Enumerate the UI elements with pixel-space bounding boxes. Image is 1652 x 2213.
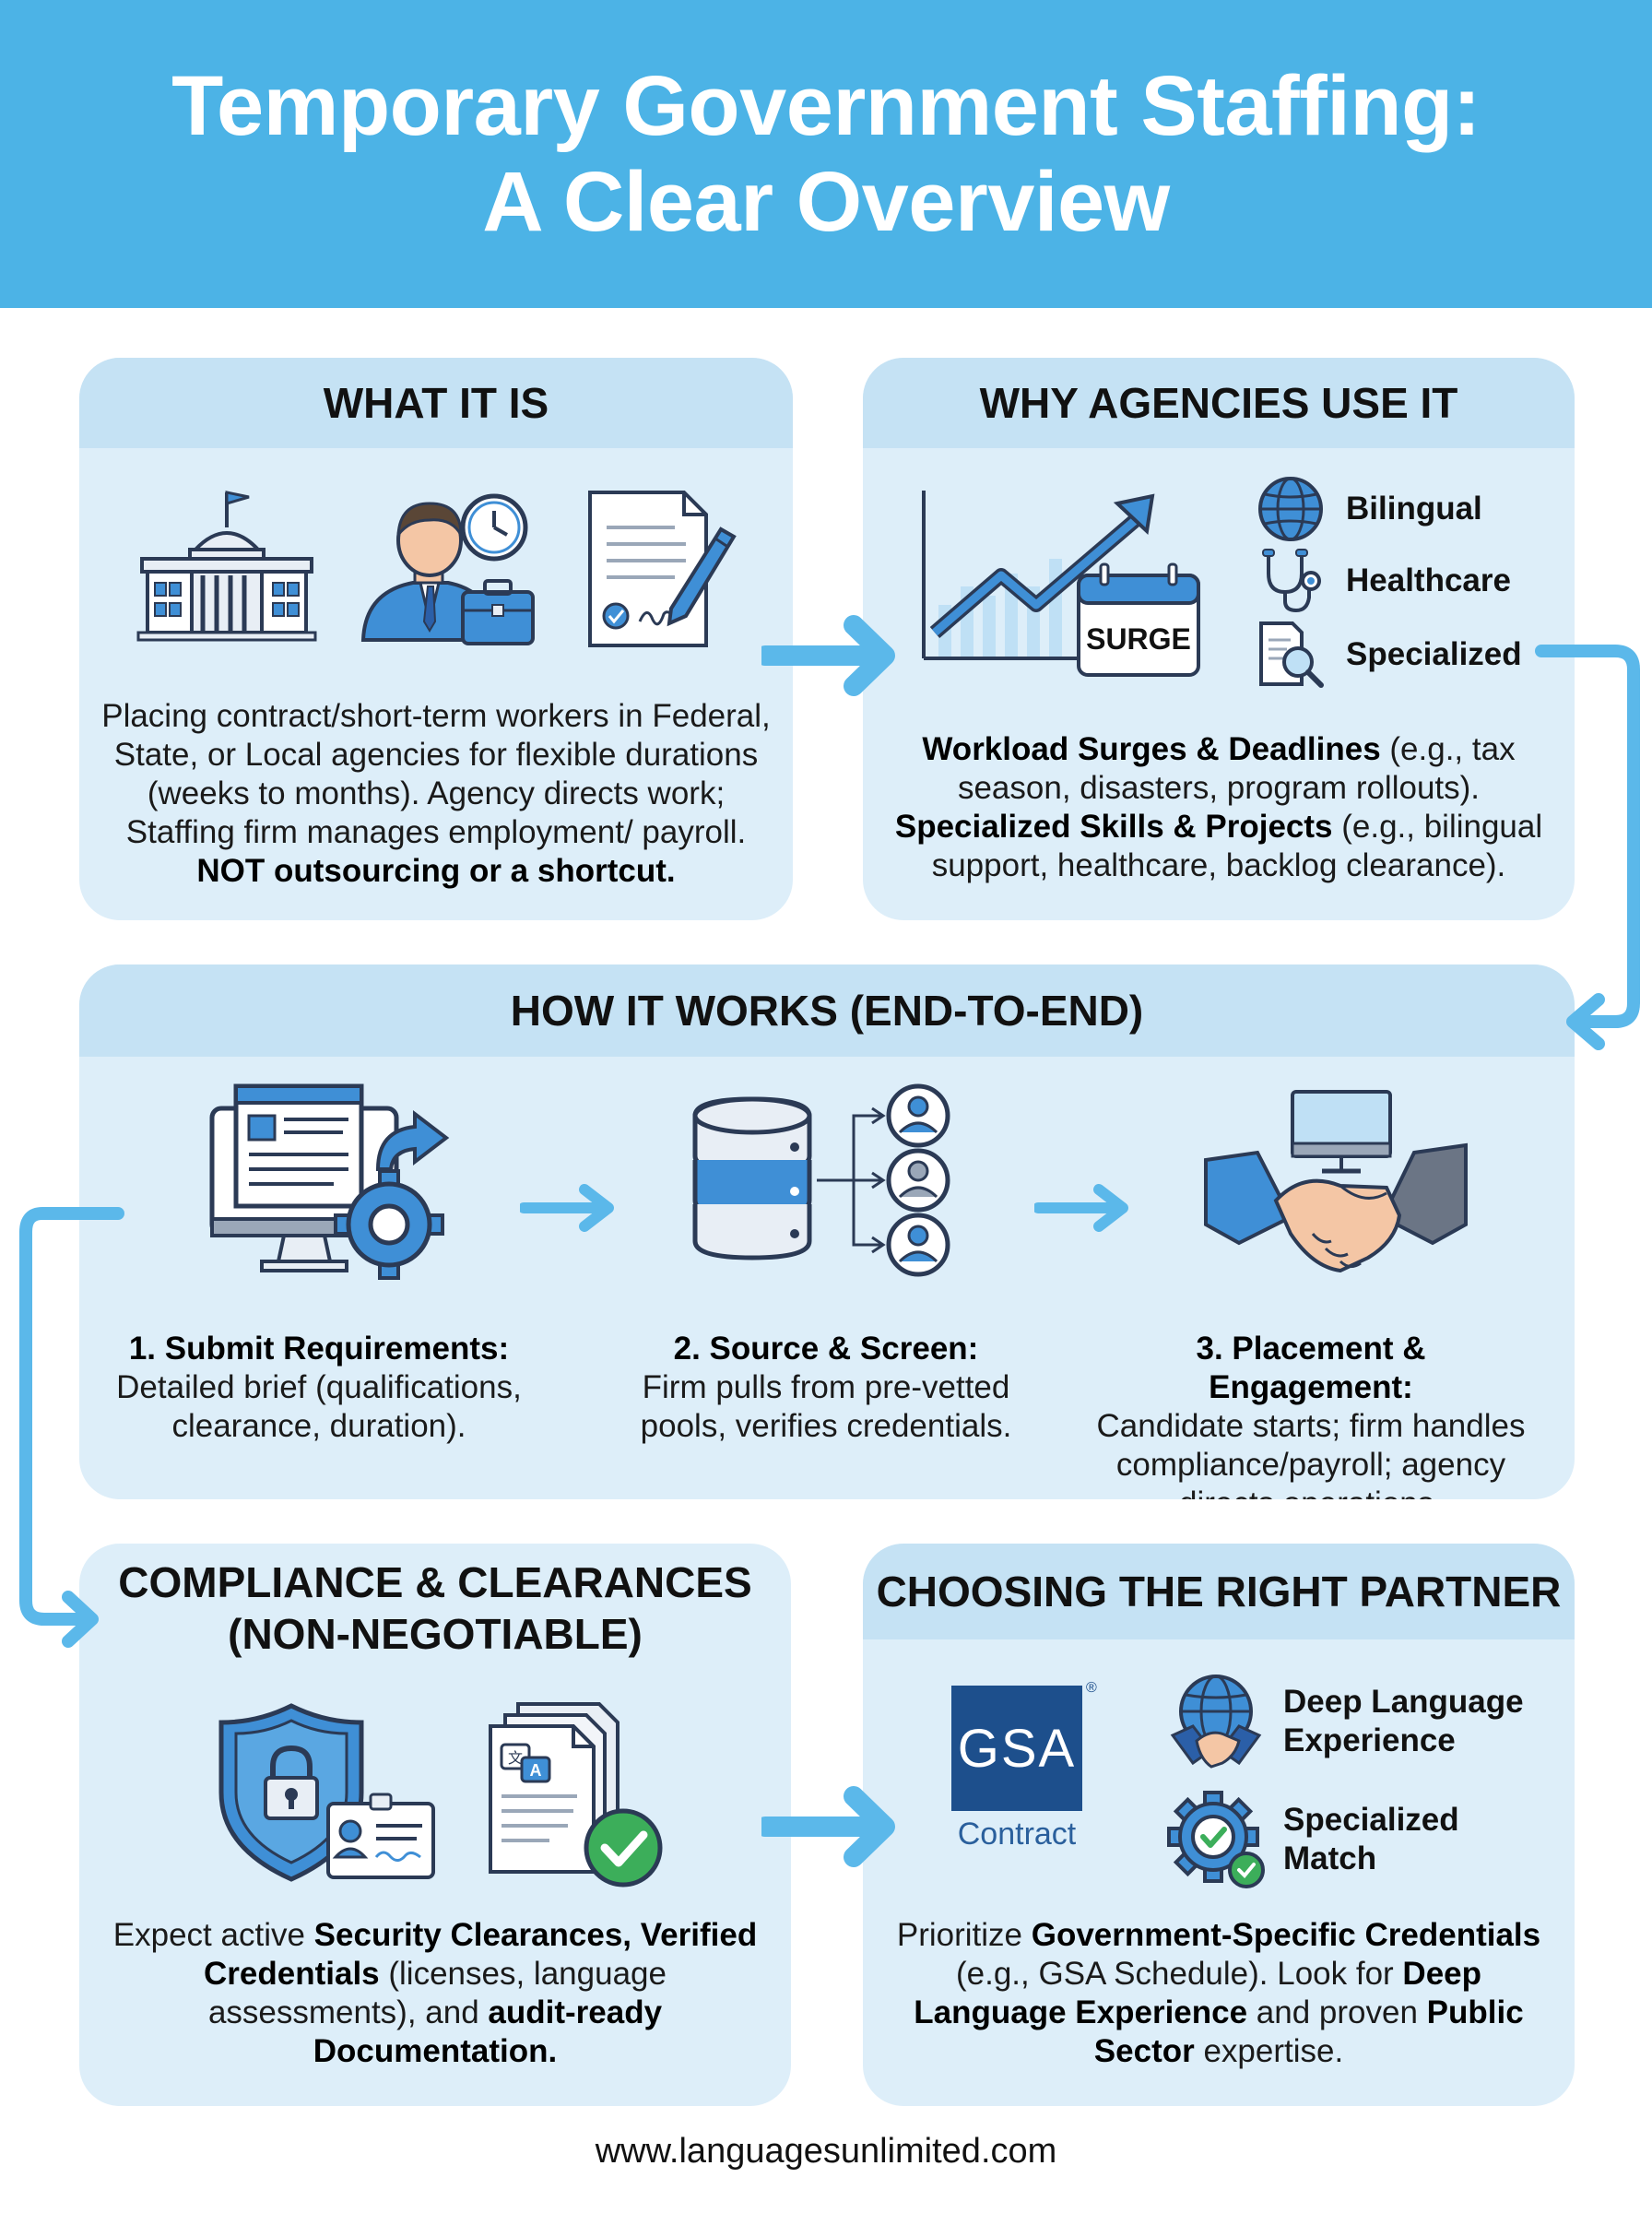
why-agencies-description: Workload Surges & Deadlines (e.g., tax s… bbox=[894, 731, 1543, 883]
title-line-1: Temporary Government Staffing: bbox=[171, 59, 1481, 153]
database-candidates-icon bbox=[692, 1083, 950, 1277]
gsa-registered-mark: ® bbox=[1086, 1680, 1097, 1696]
gsa-contract-logo: GSA ® Contract bbox=[951, 1680, 1114, 1853]
step-1: 1. Submit Requirements: Detailed brief (… bbox=[98, 1330, 540, 1446]
gsa-logo-text: GSA bbox=[957, 1718, 1077, 1779]
flow-arrow-why-to-how bbox=[1535, 645, 1640, 1050]
list-item-bilingual: Bilingual bbox=[1256, 474, 1482, 544]
heading-line-1: COMPLIANCE & CLEARANCES bbox=[118, 1558, 752, 1606]
card-how-it-works: HOW IT WORKS (END-TO-END) bbox=[79, 964, 1575, 1499]
gsa-logo-badge: GSA bbox=[951, 1686, 1082, 1811]
step-title: 1. Submit Requirements: bbox=[128, 1331, 510, 1367]
card-compliance: COMPLIANCE & CLEARANCES (NON-NEGOTIABLE)… bbox=[79, 1544, 791, 2106]
government-building-icon bbox=[136, 491, 317, 642]
card-why-agencies: WHY AGENCIES USE IT SURGE Bilingual bbox=[863, 358, 1575, 920]
step-text: Firm pulls from pre-vetted pools, verifi… bbox=[640, 1369, 1012, 1444]
footer-url[interactable]: www.languagesunlimited.com bbox=[595, 2132, 1057, 2171]
list-item-specialized: Specialized bbox=[1256, 620, 1522, 690]
card-heading: WHAT IT IS bbox=[79, 358, 793, 448]
flow-arrow-what-to-why bbox=[761, 615, 895, 696]
gear-check-icon bbox=[1167, 1791, 1265, 1888]
growth-chart-surge-icon: SURGE bbox=[922, 491, 1200, 677]
magnifier-document-icon bbox=[1259, 621, 1324, 688]
partner-item-language: Deep Language Experience bbox=[1165, 1671, 1524, 1772]
card-heading: CHOOSING THE RIGHT PARTNER bbox=[863, 1544, 1575, 1639]
step-text: Candidate starts; firm handles complianc… bbox=[1096, 1408, 1526, 1499]
heading-line-2: (NON-NEGOTIABLE) bbox=[228, 1610, 643, 1658]
shield-lock-id-icon bbox=[218, 1703, 435, 1882]
card-heading: HOW IT WORKS (END-TO-END) bbox=[79, 964, 1575, 1057]
step-arrow-1 bbox=[520, 1184, 614, 1232]
step-2: 2. Source & Screen: Firm pulls from pre-… bbox=[614, 1330, 1038, 1446]
card-heading: COMPLIANCE & CLEARANCES (NON-NEGOTIABLE) bbox=[79, 1544, 791, 1673]
svg-text:A: A bbox=[530, 1761, 542, 1780]
what-it-is-description: Placing contract/short-term workers in F… bbox=[101, 698, 771, 889]
step-arrow-2 bbox=[1034, 1184, 1128, 1232]
compliance-description: Expect active Security Clearances, Verif… bbox=[112, 1917, 758, 2069]
page-title: Temporary Government Staffing: A Clear O… bbox=[171, 58, 1481, 250]
partner-description: Prioritize Government-Specific Credentia… bbox=[896, 1917, 1541, 2069]
step-3: 3. Placement & Engagement: Candidate sta… bbox=[1090, 1330, 1532, 1499]
flow-arrow-compliance-to-partner bbox=[761, 1786, 895, 1867]
card-what-it-is: WHAT IT IS bbox=[79, 358, 793, 920]
gsa-contract-label: Contract bbox=[957, 1817, 1077, 1852]
card-heading: WHY AGENCIES USE IT bbox=[863, 358, 1575, 448]
submit-requirements-icon bbox=[209, 1083, 450, 1280]
step-title: 2. Source & Screen: bbox=[673, 1331, 979, 1367]
step-title: 3. Placement & Engagement: bbox=[1196, 1331, 1426, 1405]
partner-item-label: Deep Language Experience bbox=[1283, 1684, 1524, 1758]
list-item-healthcare: Healthcare bbox=[1256, 546, 1511, 616]
handshake-placement-icon bbox=[1204, 1090, 1468, 1273]
list-label: Specialized bbox=[1346, 636, 1522, 672]
globe-icon bbox=[1258, 477, 1323, 541]
header-banner: Temporary Government Staffing: A Clear O… bbox=[0, 0, 1652, 308]
flow-arrow-how-to-compliance bbox=[19, 1207, 124, 1648]
contract-signature-icon bbox=[588, 491, 737, 647]
partner-item-label: Specialized Match bbox=[1283, 1802, 1459, 1876]
emphasis-not-outsourcing: NOT outsourcing or a shortcut. bbox=[196, 853, 676, 889]
globe-handshake-icon bbox=[1170, 1675, 1262, 1769]
title-line-2: A Clear Overview bbox=[482, 155, 1170, 249]
svg-text:文: 文 bbox=[508, 1749, 523, 1767]
translation-documents-check-icon: 文 A bbox=[489, 1702, 663, 1888]
step-text: Detailed brief (qualifications, clearanc… bbox=[116, 1369, 522, 1444]
surge-label: SURGE bbox=[1086, 622, 1191, 656]
list-label: Healthcare bbox=[1346, 562, 1511, 598]
card-partner: CHOOSING THE RIGHT PARTNER GSA ® Contrac… bbox=[863, 1544, 1575, 2106]
stethoscope-icon bbox=[1262, 549, 1321, 613]
worker-clock-briefcase-icon bbox=[360, 493, 535, 645]
partner-item-match: Specialized Match bbox=[1165, 1789, 1459, 1890]
list-label: Bilingual bbox=[1346, 491, 1482, 527]
